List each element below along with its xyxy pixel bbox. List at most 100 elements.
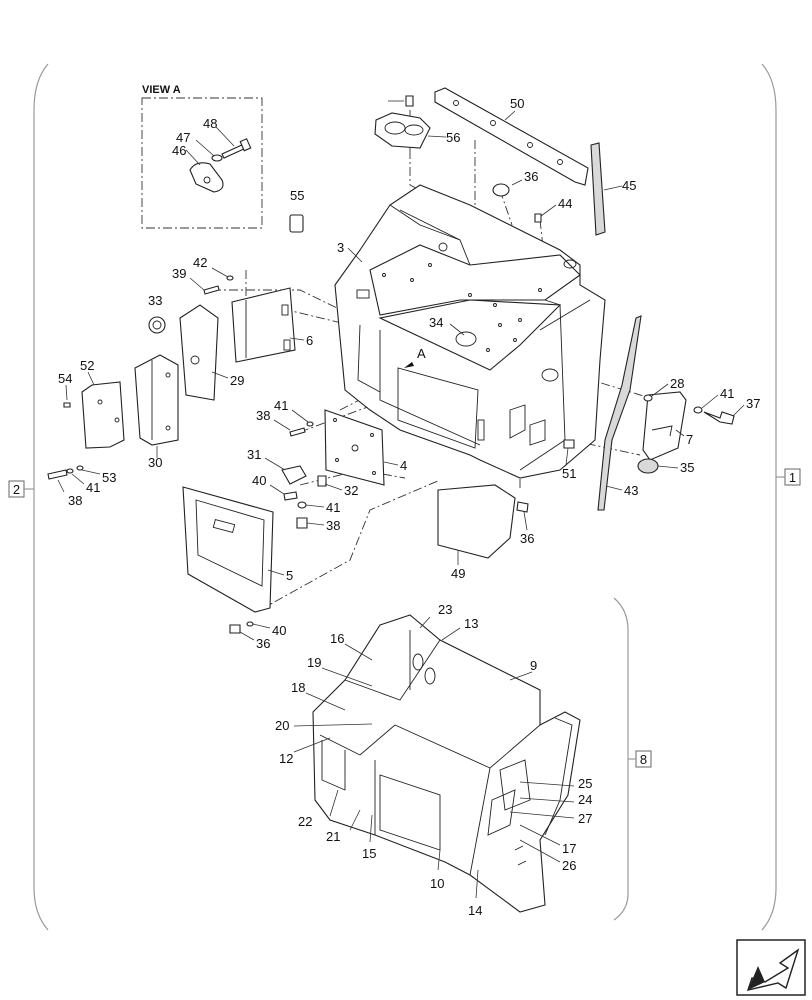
view-a-inset: VIEW A 46 47 48	[141, 84, 263, 229]
callout-12: 13	[464, 616, 478, 631]
callout-48: 49	[451, 566, 465, 581]
callout-20: 21	[326, 829, 340, 844]
view-a-title: VIEW A	[142, 84, 181, 96]
outer-right-bracket	[761, 63, 777, 931]
spacer-54	[289, 214, 304, 233]
callout-26: 27	[578, 811, 592, 826]
callout-11: 12	[279, 751, 293, 766]
callout-36b: 36	[520, 531, 534, 546]
ref-box-1[interactable]: 1	[784, 468, 801, 486]
callout-38: 39	[172, 266, 186, 281]
callout-42: 43	[624, 483, 638, 498]
bolt-36b	[516, 501, 529, 513]
bolt-36c	[229, 624, 241, 634]
svg-text:1: 1	[789, 470, 796, 485]
callout-41d: 41	[326, 500, 340, 515]
callout-33: 34	[429, 315, 443, 330]
callout-47: 48	[203, 116, 217, 131]
callout-36: 37	[746, 396, 760, 411]
grommet-34	[637, 458, 659, 474]
callout-39: 40	[252, 473, 266, 488]
callout-43: 44	[558, 196, 572, 211]
callout-40b: 40	[272, 623, 286, 638]
bolt-38	[203, 285, 220, 295]
channel-29	[134, 354, 179, 446]
bar-49	[434, 87, 589, 186]
view-a-arrow-icon	[404, 362, 414, 368]
callout-49: 50	[510, 96, 524, 111]
latch-30	[281, 465, 307, 485]
callout-41: 42	[193, 255, 207, 270]
callout-5: 5	[286, 568, 293, 583]
outer-left-bracket	[33, 63, 49, 931]
callout-19: 20	[275, 718, 289, 733]
screw-53	[63, 402, 71, 408]
callout-24: 25	[578, 776, 592, 791]
callout-6: 6	[306, 333, 313, 348]
callout-51: 52	[80, 358, 94, 373]
callout-54: 55	[290, 188, 304, 203]
callout-9: 9	[530, 658, 537, 673]
callout-25: 26	[562, 858, 576, 873]
washer-40	[693, 406, 703, 414]
callout-35: 36	[524, 169, 538, 184]
washer-27	[643, 394, 653, 402]
view-a-marker: A	[417, 346, 426, 361]
bolt-50	[563, 439, 575, 449]
ref-box-8[interactable]: 8	[635, 750, 652, 768]
plate-28	[179, 304, 219, 401]
bolt-39	[283, 491, 298, 501]
cover-48	[437, 484, 516, 559]
callout-27: 28	[670, 376, 684, 391]
bracket-51	[81, 381, 125, 449]
callout-3: 3	[337, 240, 344, 255]
callout-31: 32	[344, 483, 358, 498]
callout-50: 51	[562, 466, 576, 481]
callout-28: 29	[230, 373, 244, 388]
callout-32: 33	[148, 293, 162, 308]
callout-14: 15	[362, 846, 376, 861]
callout-45: 46	[172, 143, 186, 158]
callout-22: 23	[438, 602, 452, 617]
callout-13: 14	[468, 903, 482, 918]
previous-page-button[interactable]	[736, 939, 806, 996]
callout-53: 54	[58, 371, 72, 386]
bracket-7	[642, 391, 687, 461]
plug-43	[534, 213, 542, 223]
callout-15: 16	[330, 631, 344, 646]
bolt-38b	[289, 427, 306, 437]
callout-10: 10	[430, 876, 444, 891]
callout-38c: 38	[68, 493, 82, 508]
callout-44: 45	[622, 178, 636, 193]
callout-21: 22	[298, 814, 312, 829]
callout-41c: 41	[86, 480, 100, 495]
previous-page-arrow-icon	[746, 948, 800, 991]
bolt-38c	[47, 469, 68, 480]
seal-strip-44	[590, 142, 606, 236]
callout-17: 18	[291, 680, 305, 695]
svg-text:8: 8	[640, 752, 647, 767]
callout-23: 24	[578, 792, 592, 807]
callout-41b: 41	[274, 398, 288, 413]
callout-52: 53	[102, 470, 116, 485]
callout-34: 35	[680, 460, 694, 475]
bolt-37	[296, 517, 308, 529]
callout-38b: 38	[256, 408, 270, 423]
callout-18: 19	[307, 655, 321, 670]
svg-text:2: 2	[13, 482, 20, 497]
callout-46: 47	[176, 130, 190, 145]
main-frame-3	[334, 184, 606, 479]
grommet-35	[492, 183, 510, 197]
bolt-36	[703, 411, 735, 425]
ring-32	[148, 316, 166, 334]
callout-40: 41	[720, 386, 734, 401]
callout-29: 30	[148, 455, 162, 470]
ref-box-2[interactable]: 2	[8, 480, 25, 498]
seal-42	[597, 315, 642, 511]
callout-30: 31	[247, 447, 261, 462]
callout-55: 56	[446, 130, 460, 145]
callout-7: 7	[686, 432, 693, 447]
callout-36c: 36	[256, 636, 270, 651]
callout-16: 17	[562, 841, 576, 856]
